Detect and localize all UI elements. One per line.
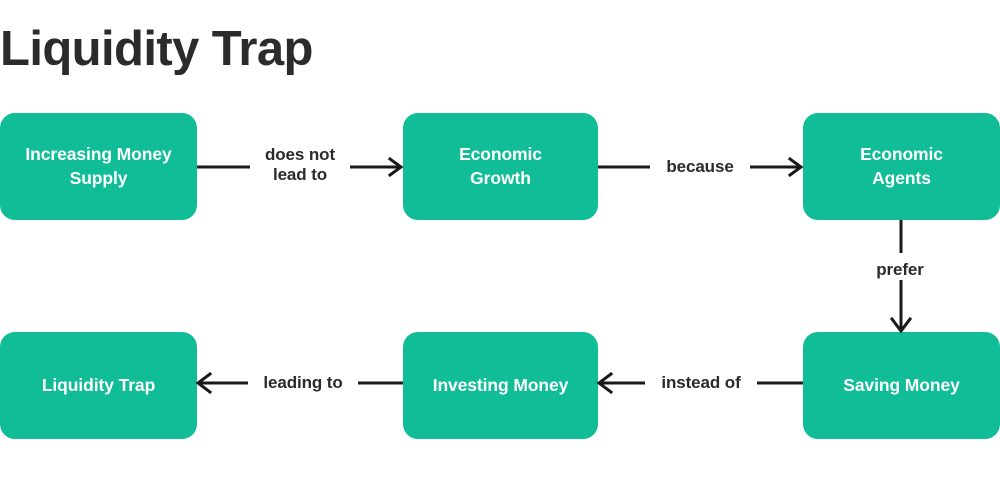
node-label: Investing Money (432, 374, 569, 395)
node-liquidity-trap: Liquidity Trap (0, 332, 197, 439)
node-economic-growth: Economic Growth (403, 113, 598, 220)
edge-economic-growth-to-economic-agents (598, 152, 804, 182)
edge-label-does-not-lead-to: does not lead to (250, 145, 350, 186)
node-increasing-money-supply: Increasing Money Supply (0, 113, 197, 220)
node-label: Increasing Money Supply (25, 144, 172, 188)
edge-label-because: because (650, 157, 750, 178)
page-title: Liquidity Trap (0, 22, 313, 76)
edge-economic-agents-to-saving-money (860, 220, 940, 334)
node-label: Saving Money (843, 374, 960, 395)
node-saving-money: Saving Money (803, 332, 1000, 439)
edge-label-leading-to: leading to (248, 373, 358, 394)
node-economic-agents: Economic Agents (803, 113, 1000, 220)
edge-investing-money-to-liquidity-trap (195, 368, 403, 398)
node-label: Economic Agents (860, 144, 943, 188)
node-label: Liquidity Trap (41, 374, 156, 395)
node-label: Economic Growth (459, 144, 542, 188)
edge-label-instead-of: instead of (645, 373, 757, 394)
node-investing-money: Investing Money (403, 332, 598, 439)
edge-increasing-money-supply-to-economic-growth (197, 150, 404, 184)
edge-label-prefer: prefer (853, 260, 947, 281)
